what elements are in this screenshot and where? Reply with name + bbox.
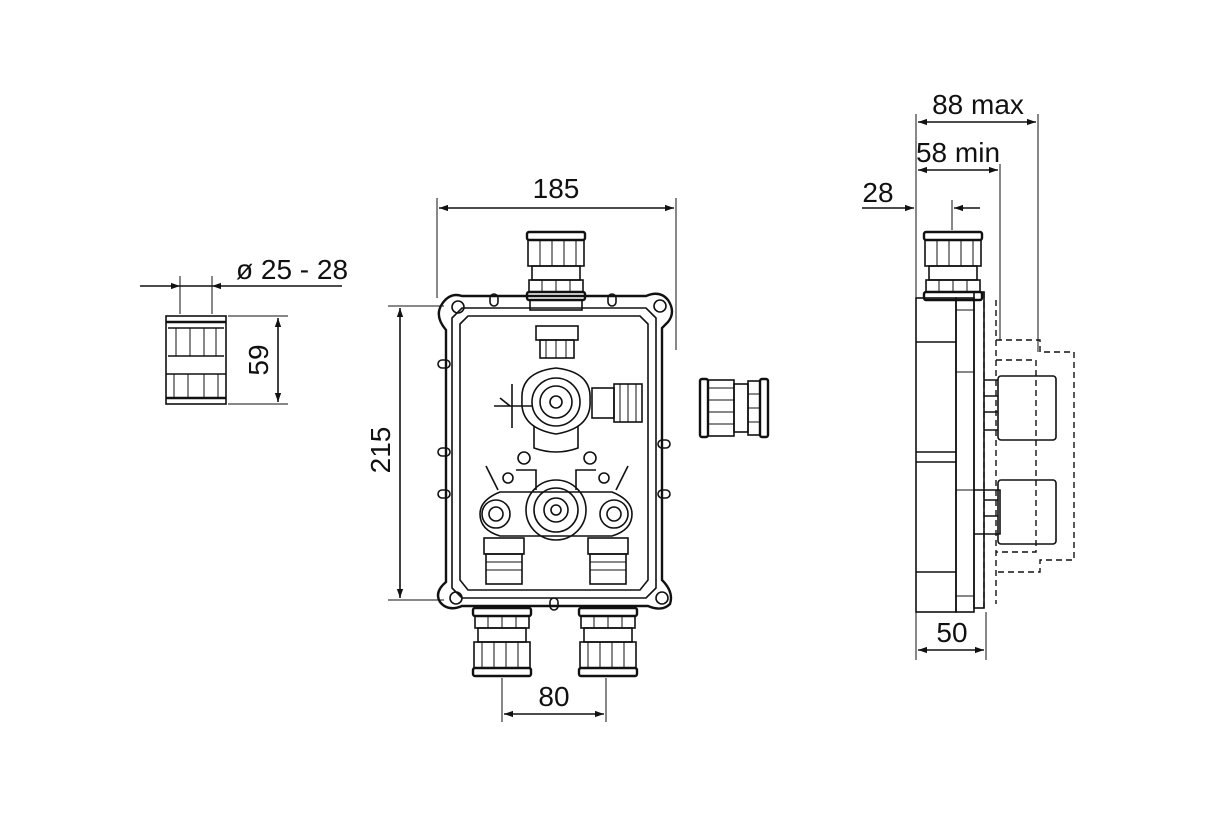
height-label: 215: [365, 427, 396, 474]
fitting-part: [165, 315, 227, 405]
depth-min-dimension: 58 min: [916, 137, 1001, 340]
diameter-dimension: ø 25 - 28: [140, 254, 348, 314]
height-dimension: 215: [365, 305, 444, 601]
top-fitting: [525, 230, 587, 311]
right-fitting: [698, 377, 770, 439]
bottom-fitting-right: [577, 606, 639, 678]
fitting-detail-view: ø 25 - 28 59: [140, 254, 348, 405]
frame-depth-label: 50: [936, 617, 967, 648]
bottom-fitting-left: [471, 606, 533, 678]
depth-max-dimension: 88 max: [915, 89, 1039, 352]
side-view: 88 max 58 min 28 50: [862, 89, 1075, 660]
offset-dimension: 28: [862, 177, 980, 230]
width-label: 185: [533, 173, 580, 204]
diameter-label: ø 25 - 28: [236, 254, 348, 285]
offset-label: 28: [862, 177, 893, 208]
width-dimension: 185: [436, 173, 677, 350]
mounting-frame: [436, 292, 674, 611]
side-top-fitting: [922, 230, 984, 302]
fitting-height-dimension: 59: [228, 315, 288, 405]
lower-valve-body: [479, 451, 633, 585]
frame-depth-dimension: 50: [915, 612, 987, 660]
front-view: 185 215 80: [365, 173, 770, 722]
upper-valve-body: [494, 325, 643, 453]
depth-min-label: 58 min: [916, 137, 1000, 168]
fitting-height-label: 59: [243, 344, 274, 375]
outlet-spacing-dimension: 80: [501, 678, 607, 722]
outlet-spacing-label: 80: [538, 681, 569, 712]
depth-max-label: 88 max: [932, 89, 1024, 120]
